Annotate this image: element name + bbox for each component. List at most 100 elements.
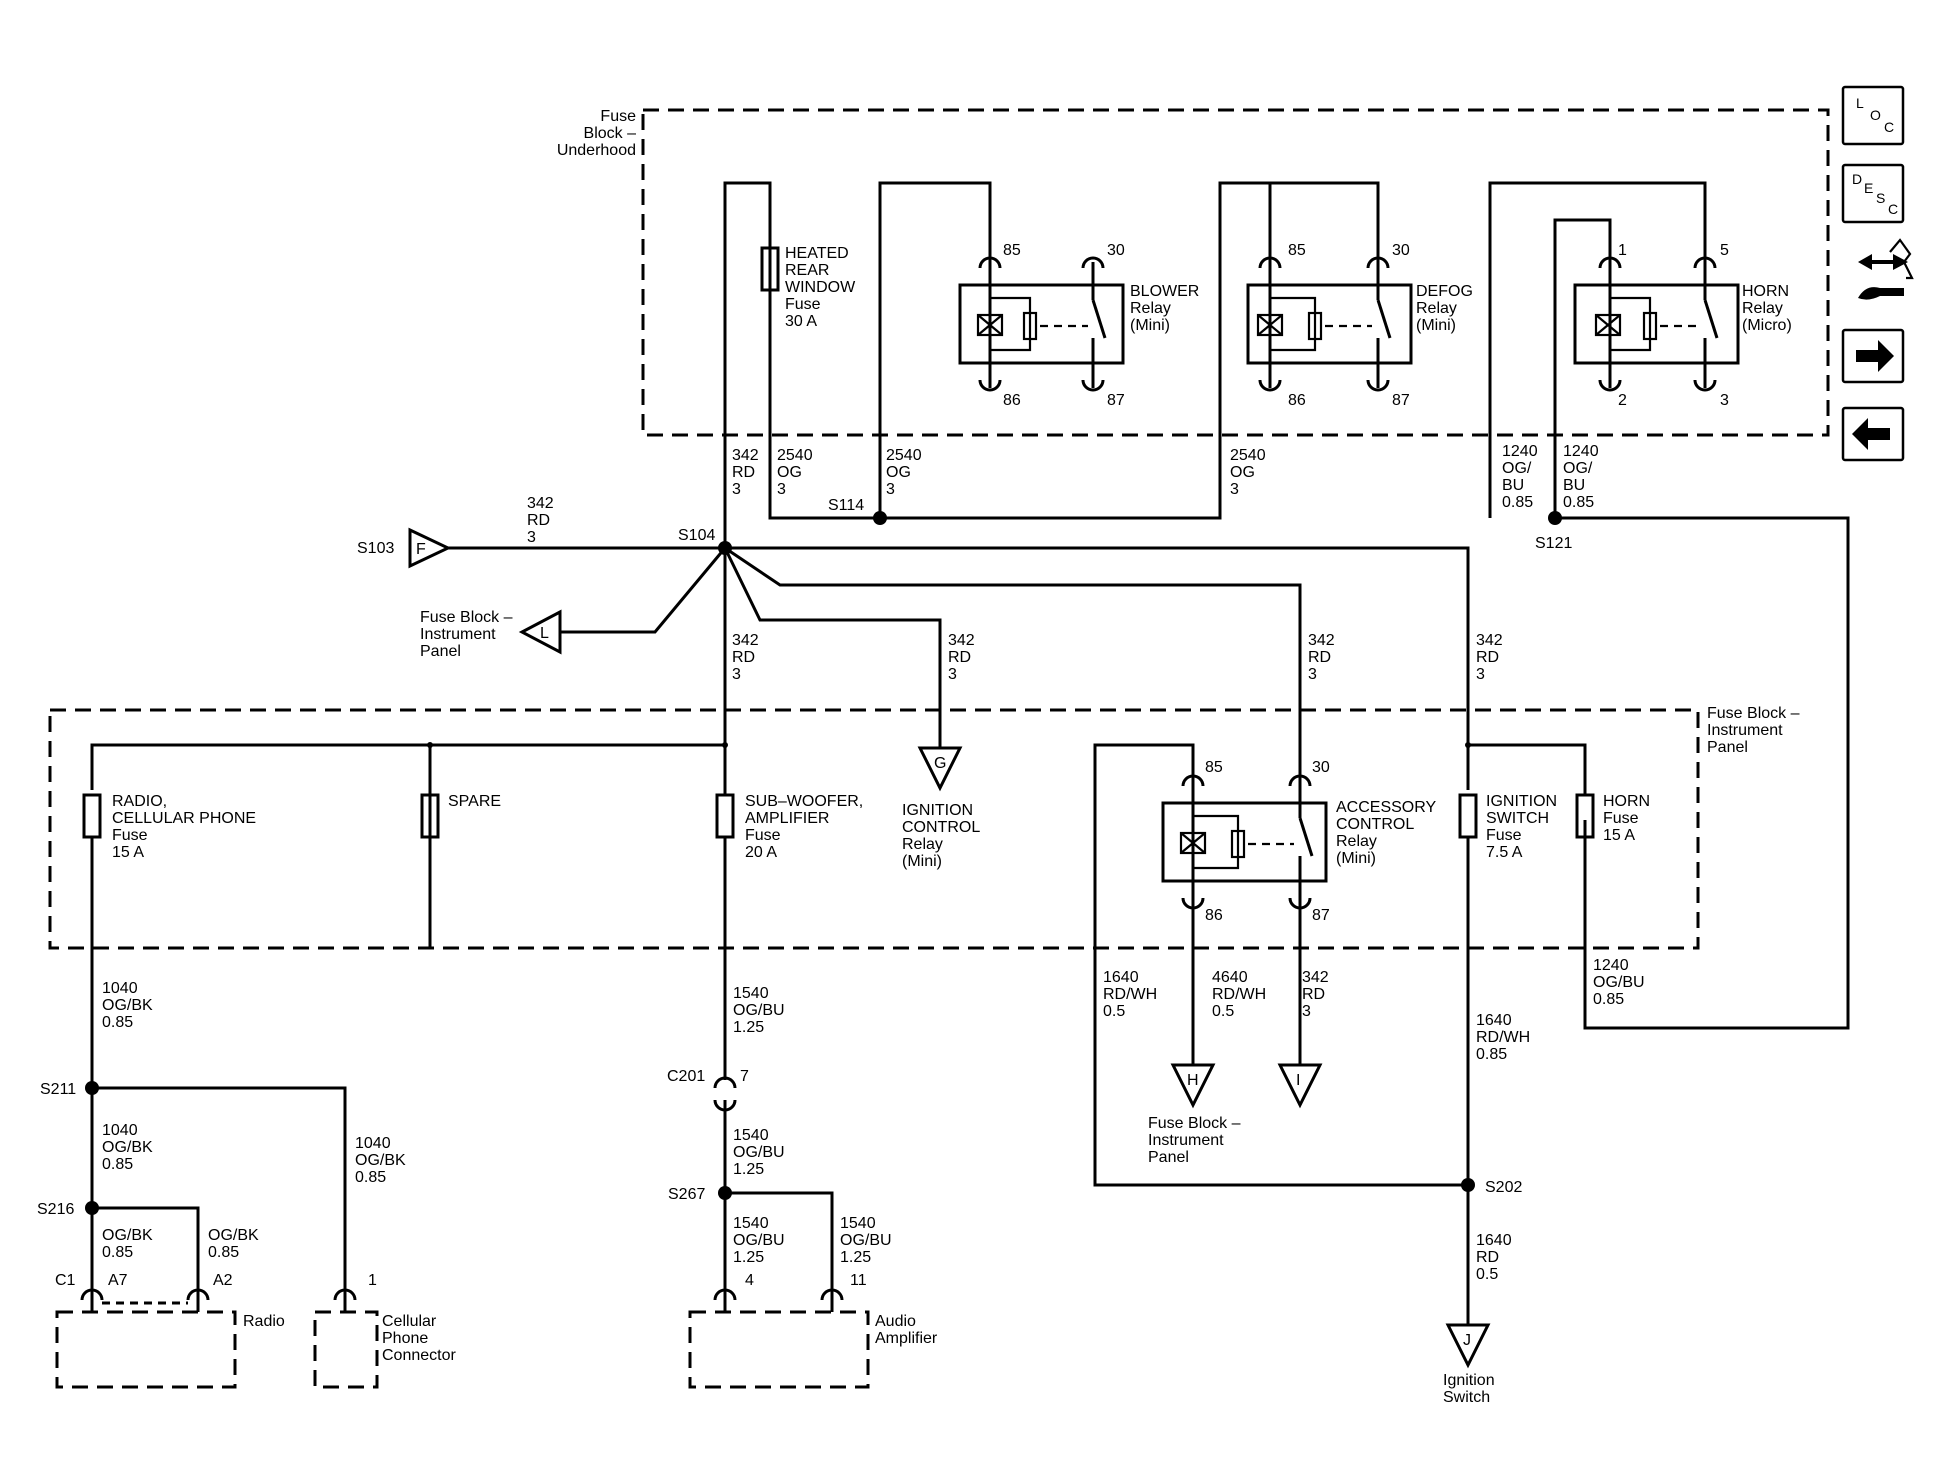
pin-label: 86 — [1205, 907, 1223, 924]
wire-label-1540-a: 1540 OG/BU 1.25 — [733, 985, 785, 1036]
fuse-block-instrument-panel-outline — [48, 708, 1700, 950]
connector-wrench-icon[interactable] — [1858, 238, 1914, 300]
wire-label-2540-a: 2540 OG 3 — [777, 447, 813, 498]
offpage-j-letter: J — [1463, 1332, 1471, 1349]
next-page-button[interactable] — [1841, 328, 1905, 384]
fuse-radio-label: RADIO, CELLULAR PHONE Fuse 15 A — [112, 793, 256, 861]
wire-label: RD — [1476, 649, 1499, 666]
wire-label: 1.25 — [840, 1249, 871, 1266]
relay-name: ACCESSORY — [1336, 799, 1437, 816]
offpage-g-label: IGNITION CONTROL Relay (Mini) — [902, 802, 980, 870]
pin-label: 30 — [1107, 242, 1125, 259]
wire-label: 0.85 — [355, 1169, 386, 1186]
fuse-ignition-switch-label: IGNITION SWITCH Fuse 7.5 A — [1486, 793, 1557, 861]
pin-label: 30 — [1392, 242, 1410, 259]
radio-component — [55, 1310, 237, 1389]
accessory-control-relay: 85 30 86 87 ACCESSORY CONTROL Relay (Min… — [1093, 743, 1468, 1187]
label-line: Fuse — [745, 827, 781, 844]
wire-label: RD — [1302, 986, 1325, 1003]
label-line: 20 A — [745, 844, 777, 861]
wire-label: 1640 — [1476, 1232, 1512, 1249]
connector-c201-pin: 7 — [740, 1068, 749, 1085]
wire-label: OG/BU — [733, 1002, 785, 1019]
wire-label: RD — [1308, 649, 1331, 666]
wire-1040-cellular — [92, 1086, 347, 1290]
splice-s104-label: S104 — [678, 527, 715, 544]
relay-size: (Mini) — [1336, 850, 1376, 867]
offpage-f-triangle — [408, 527, 452, 569]
wire-label-1240-b: 1240 OG/ BU 0.85 — [1563, 443, 1599, 511]
relay-type: Relay — [1742, 300, 1783, 317]
wire-label: RD — [732, 464, 755, 481]
wire-label: RD/WH — [1212, 986, 1266, 1003]
wire-label-342-top: 342 RD 3 — [732, 447, 759, 498]
wire-label-1040-c: 1040 OG/BK 0.85 — [355, 1135, 406, 1186]
wire-label: OG — [777, 464, 802, 481]
wire-label: 1240 — [1502, 443, 1538, 460]
relay-type: Relay — [1336, 833, 1377, 850]
fuse-ignition-switch — [1458, 793, 1478, 839]
splice-s114-dot — [873, 511, 887, 525]
pin-label: 87 — [1107, 392, 1125, 409]
wire-label: OG — [886, 464, 911, 481]
label-line: CELLULAR PHONE — [112, 810, 256, 827]
fuse-spare-label: SPARE — [448, 793, 501, 810]
label-line: Underhood — [557, 142, 636, 159]
previous-page-button[interactable] — [1841, 406, 1905, 462]
wire-label: 1040 — [102, 1122, 138, 1139]
offpage-h-label: Fuse Block – Instrument Panel — [1148, 1115, 1241, 1166]
wire-1640-acc-loop — [1093, 743, 1468, 1187]
pin-label: 86 — [1288, 392, 1306, 409]
desc-letter: S — [1876, 190, 1885, 206]
wire-label: 0.85 — [102, 1156, 133, 1173]
wire-label-342-mid: 342 RD 3 — [732, 632, 759, 683]
label-line: WINDOW — [785, 279, 856, 296]
fuse-subwoofer-label: SUB–WOOFER, AMPLIFIER Fuse 20 A — [745, 793, 863, 861]
label-line: Switch — [1443, 1389, 1490, 1406]
pin-label: 4 — [745, 1272, 754, 1289]
loc-button[interactable]: L O C — [1841, 85, 1905, 146]
accessory-relay-resistor — [1230, 829, 1246, 859]
relay-name: DEFOG — [1416, 283, 1473, 300]
blower-relay-box — [958, 283, 1125, 365]
offpage-l-triangle — [518, 609, 562, 655]
pin-arc — [1693, 379, 1717, 392]
pin-arc — [1181, 774, 1205, 787]
defog-relay-resistor — [1307, 311, 1323, 341]
horn-relay-switch — [1703, 299, 1719, 339]
wire-342-to-g — [723, 547, 942, 748]
desc-button[interactable]: D E S C — [1841, 163, 1905, 224]
label-line: Phone — [382, 1330, 428, 1347]
pin-label: 2 — [1618, 392, 1627, 409]
wire-label: OG/BK — [102, 1227, 153, 1244]
fuse-spare — [420, 793, 440, 839]
desc-letter: C — [1888, 201, 1898, 217]
wire-label: OG/BU — [1593, 974, 1645, 991]
arrow-left-icon — [1852, 418, 1890, 450]
fuse-subwoofer — [715, 793, 735, 839]
wire-label: 342 — [732, 632, 759, 649]
offpage-f-letter: F — [416, 541, 426, 558]
label-line: Block – — [584, 125, 637, 142]
label-line: Instrument — [1148, 1132, 1224, 1149]
wire-label: OG/BU — [733, 1232, 785, 1249]
pin-label: 85 — [1205, 759, 1223, 776]
pin-arc — [1288, 774, 1312, 787]
blower-relay: 85 30 86 87 BLOWER Relay (Mini) — [958, 242, 1199, 409]
horn-relay-resistor — [1642, 311, 1658, 341]
wire-label: 4640 — [1212, 969, 1248, 986]
label-line: Fuse Block – — [1148, 1115, 1241, 1132]
pin-arc — [978, 379, 1002, 392]
label-line: 30 A — [785, 313, 817, 330]
wire-label: 3 — [777, 481, 786, 498]
arrow-left-part — [1858, 254, 1872, 270]
wire-label: 1540 — [733, 985, 769, 1002]
wire-label: RD/WH — [1476, 1029, 1530, 1046]
pin-label: 3 — [1720, 392, 1729, 409]
desc-letter: D — [1852, 171, 1862, 187]
label-line: HORN — [1603, 793, 1650, 810]
pin-label: 30 — [1312, 759, 1330, 776]
wire-label: 2540 — [886, 447, 922, 464]
label-line: Panel — [1707, 739, 1748, 756]
